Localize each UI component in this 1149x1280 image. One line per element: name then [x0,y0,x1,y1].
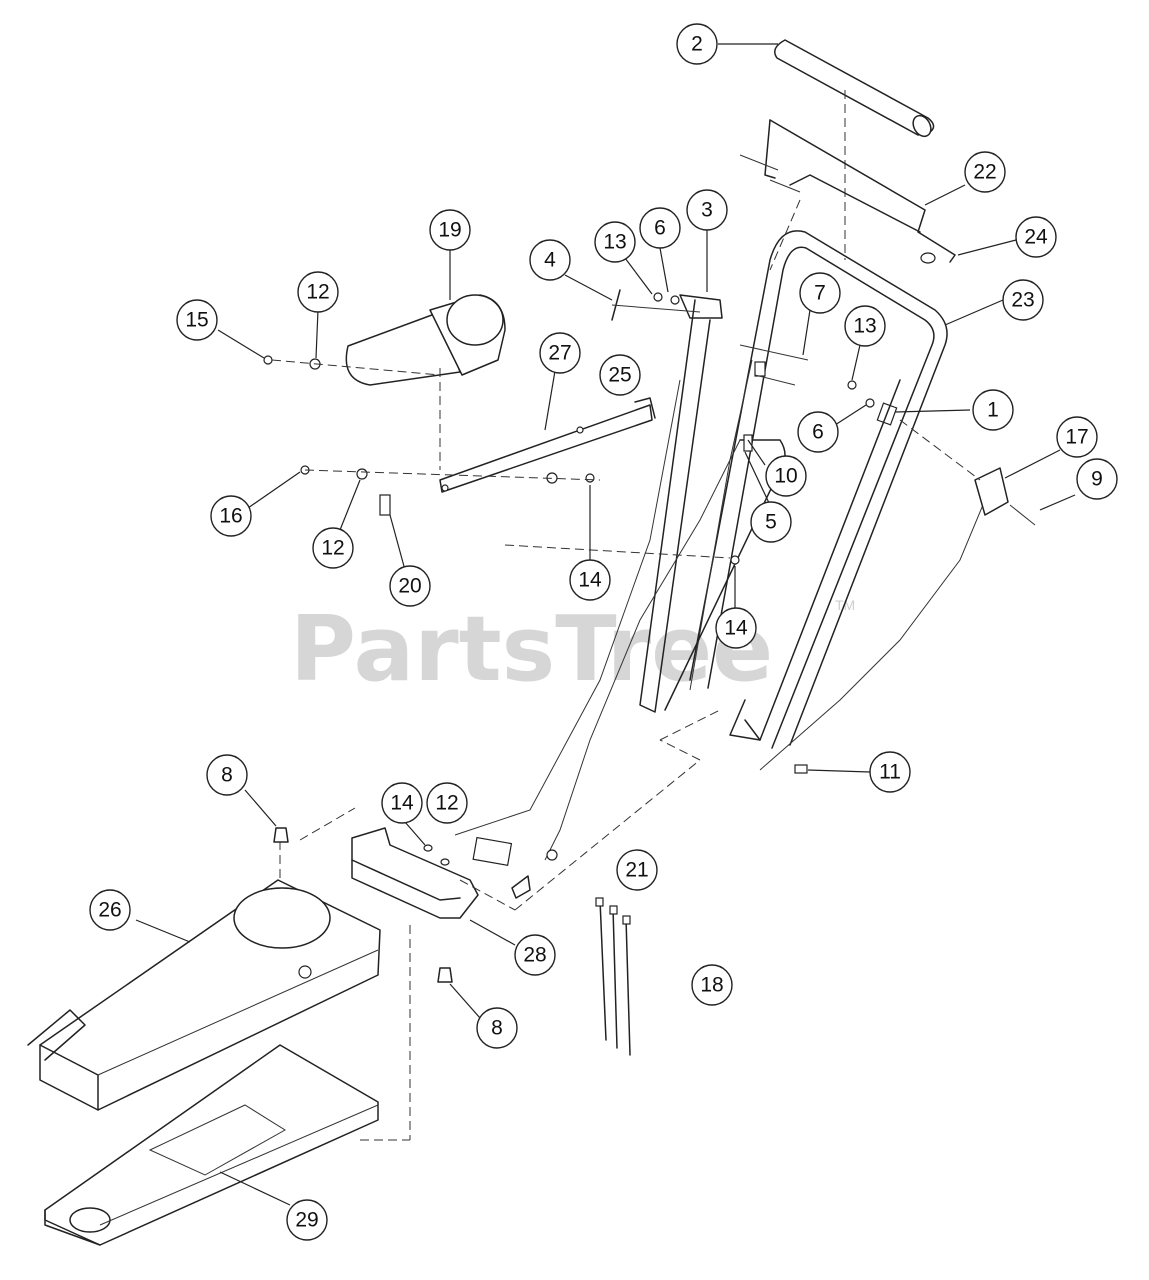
callout-7: 7 [799,272,841,314]
callout-6: 6 [797,411,839,453]
callout-8: 8 [206,754,248,796]
svg-text:13: 13 [853,315,876,338]
callout-12: 12 [312,527,354,569]
callout-27: 27 [539,332,581,374]
callout-10: 10 [765,455,807,497]
part-mount-bar [439,397,656,493]
svg-text:8: 8 [221,764,233,787]
callout-6: 6 [639,207,681,249]
svg-text:6: 6 [654,217,666,240]
svg-text:22: 22 [973,161,996,184]
svg-text:14: 14 [578,569,602,592]
svg-text:18: 18 [700,974,723,997]
callout-15: 15 [176,299,218,341]
svg-text:14: 14 [724,617,748,640]
svg-text:21: 21 [625,859,648,882]
callout-14: 14 [715,607,757,649]
svg-text:12: 12 [435,792,458,815]
callout-5: 5 [750,501,792,543]
svg-text:29: 29 [295,1209,318,1232]
callout-18: 18 [691,964,733,1006]
svg-text:26: 26 [98,899,121,922]
callout-13: 13 [594,221,636,263]
svg-text:24: 24 [1024,226,1048,249]
svg-text:13: 13 [603,231,626,254]
callout-4: 4 [529,239,571,281]
svg-text:25: 25 [608,364,631,387]
callout-28: 28 [514,934,556,976]
svg-text:15: 15 [185,309,208,332]
svg-text:23: 23 [1011,289,1034,312]
part-bail [739,119,956,264]
svg-text:8: 8 [491,1017,503,1040]
svg-text:9: 9 [1091,468,1103,491]
part-engine [345,294,506,470]
callout-29: 29 [286,1199,328,1241]
svg-text:2: 2 [691,33,703,56]
callout-22: 22 [964,151,1006,193]
callout-17: 17 [1056,416,1098,458]
svg-text:12: 12 [306,281,329,304]
svg-text:10: 10 [774,465,797,488]
svg-text:20: 20 [398,575,421,598]
callout-1: 1 [972,389,1014,431]
part-upper-cover [27,807,381,1111]
callout-19: 19 [429,209,471,251]
svg-text:1: 1 [987,399,999,422]
part-bracket [351,709,721,919]
hardware-left [263,355,740,565]
svg-text:11: 11 [879,761,901,784]
callout-25: 25 [599,354,641,396]
part-cable-ties [595,897,631,1056]
callout-14: 14 [569,559,611,601]
hardware-right [611,289,875,408]
callout-13: 13 [844,305,886,347]
part-base-pan [44,925,453,1246]
leader-lines [135,43,1076,1206]
callout-12: 12 [297,271,339,313]
svg-text:27: 27 [548,342,571,365]
svg-text:28: 28 [523,944,546,967]
callout-26: 26 [89,889,131,931]
callout-20: 20 [389,565,431,607]
svg-text:14: 14 [390,792,414,815]
callout-3: 3 [686,189,728,231]
watermark-brand: PartsTree [290,597,773,702]
callout-12: 12 [426,782,468,824]
svg-text:6: 6 [812,421,824,444]
part-grip [774,39,935,260]
svg-text:7: 7 [814,282,826,305]
svg-text:3: 3 [701,199,713,222]
svg-text:16: 16 [219,505,242,528]
callout-9: 9 [1076,458,1118,500]
callout-14: 14 [381,782,423,824]
svg-text:12: 12 [321,537,344,560]
callout-11: 11 [869,751,911,793]
svg-text:4: 4 [544,249,556,272]
callout-24: 24 [1015,216,1057,258]
part-control-cable [729,379,1036,771]
callout-2: 2 [676,23,718,65]
watermark-trademark: TM [835,597,855,613]
callout-16: 16 [210,495,252,537]
svg-text:5: 5 [765,511,777,534]
callout-8: 8 [476,1007,518,1049]
callout-23: 23 [1002,279,1044,321]
callout-21: 21 [616,849,658,891]
svg-text:19: 19 [438,219,461,242]
svg-text:17: 17 [1065,426,1088,449]
hardware-11 [794,764,808,774]
